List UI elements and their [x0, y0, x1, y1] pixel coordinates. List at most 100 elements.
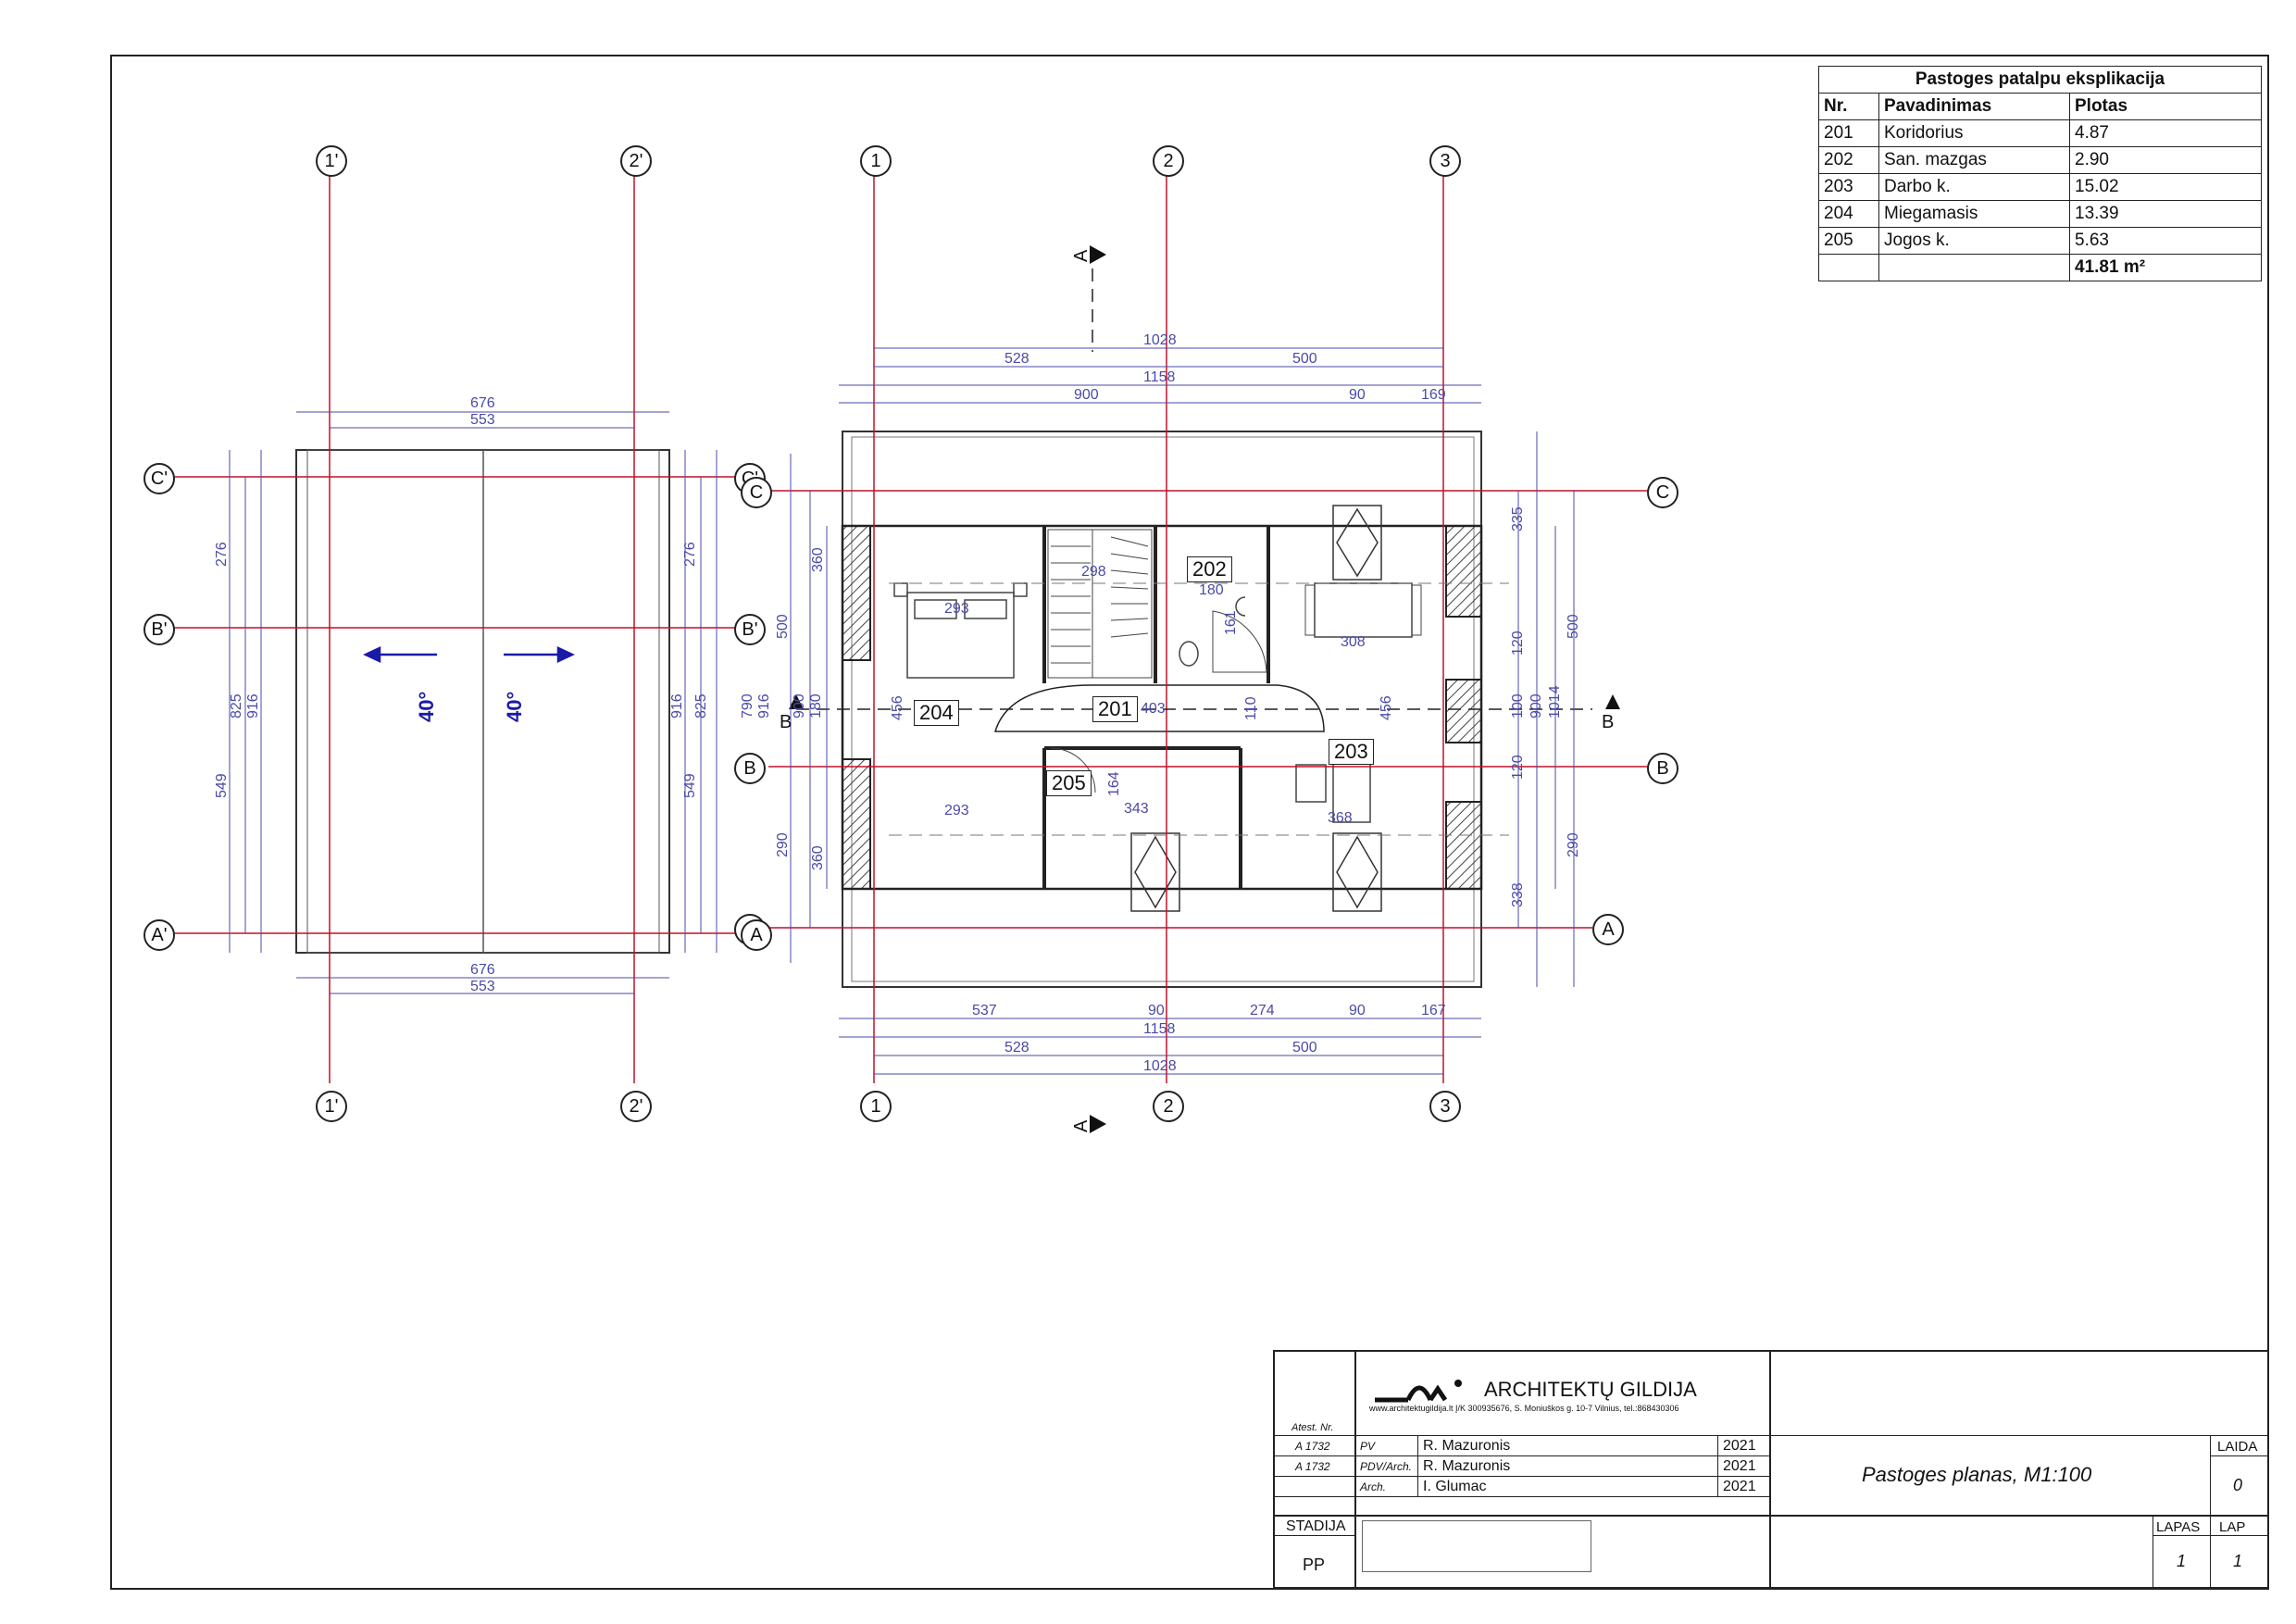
axis-bubble-3-top: 3	[1429, 145, 1461, 177]
dim-inner-161: 161	[1223, 610, 1239, 635]
dim-bottom-1158: 1158	[1143, 1021, 1176, 1037]
schedule-empty-cell	[1818, 254, 1879, 281]
dim-inner-403: 403	[1141, 701, 1166, 717]
stadija-value: PP	[1303, 1555, 1326, 1574]
dim-bottom-90b: 90	[1349, 1003, 1366, 1018]
dim-inner-368: 368	[1328, 810, 1353, 826]
dim-bottom-90a: 90	[1148, 1003, 1165, 1018]
axis-bubble-1-bottom: 1	[860, 1091, 892, 1122]
role: PV	[1360, 1440, 1376, 1453]
axis-bubble-b-prime-left: B'	[144, 614, 175, 645]
dim-left-500: 500	[775, 614, 791, 639]
schedule-cell: 15.02	[2069, 173, 2262, 201]
laida-label: LAIDA	[2217, 1439, 2258, 1455]
dim-roof-right-549: 549	[682, 773, 698, 798]
sofa-icon	[1314, 582, 1413, 638]
dim-bottom-537: 537	[972, 1003, 997, 1018]
dim-top-169: 169	[1421, 387, 1446, 403]
schedule-cell: Miegamasis	[1878, 200, 2070, 228]
toilet-icon	[1179, 641, 1199, 667]
atest-label: Atest. Nr.	[1292, 1422, 1334, 1433]
axis-bubble-b-mid: B	[734, 753, 766, 784]
room-schedule-table: Pastoges patalpu eksplikacija Nr. Pavadi…	[1818, 66, 2262, 281]
dim-right-900: 900	[1529, 693, 1544, 718]
company-name: ARCHITEKTŲ GILDIJA	[1484, 1378, 1697, 1401]
axis-bubble-b-prime-mid: B'	[734, 614, 766, 645]
dim-roof-right-276: 276	[682, 542, 698, 567]
schedule-cell: 201	[1818, 119, 1879, 147]
dim-bottom-167: 167	[1421, 1003, 1446, 1018]
dim-right-290: 290	[1566, 832, 1581, 857]
schedule-cell: 2.90	[2069, 146, 2262, 174]
dim-inner-293b: 293	[944, 803, 969, 818]
lap-label: LAP	[2219, 1519, 2246, 1535]
dim-bottom-528: 528	[1004, 1040, 1029, 1056]
axis-bubble-b-right: B	[1647, 753, 1678, 784]
schedule-cell: San. mazgas	[1878, 146, 2070, 174]
dim-inner-298: 298	[1081, 564, 1106, 580]
attic-floor-plan	[768, 172, 1648, 1133]
schedule-empty-cell	[1878, 254, 2070, 281]
section-label-b-right: B	[1602, 712, 1615, 732]
section-label-a-top: A	[1071, 249, 1092, 262]
schedule-cell: 5.63	[2069, 227, 2262, 255]
dim-right-338: 338	[1510, 882, 1526, 907]
dim-left-790: 790	[740, 693, 755, 718]
dim-bottom-500: 500	[1292, 1040, 1317, 1056]
dim-left-180: 180	[808, 693, 824, 718]
dim-right-500: 500	[1566, 614, 1581, 639]
dim-right-335: 335	[1510, 506, 1526, 531]
dim-inner-308: 308	[1341, 634, 1366, 650]
lapas-label: LAPAS	[2156, 1519, 2201, 1535]
schedule-cell: 202	[1818, 146, 1879, 174]
room-tag-204: 204	[914, 700, 959, 726]
schedule-cell: 204	[1818, 200, 1879, 228]
section-label-a-bottom: A	[1071, 1119, 1092, 1132]
schedule-cell: Koridorius	[1878, 119, 2070, 147]
company-logo-icon	[1375, 1380, 1462, 1403]
axis-bubble-c-mid: C	[741, 477, 772, 508]
dim-roof-top-553: 553	[470, 412, 495, 428]
dim-roof-left-916: 916	[245, 693, 261, 718]
role: PDV/Arch.	[1360, 1460, 1413, 1473]
bed-icon	[893, 582, 1028, 679]
table-row: 202 San. mazgas 2.90	[1818, 146, 2262, 174]
room-tag-203: 203	[1329, 739, 1374, 765]
dim-right-1014: 1014	[1547, 685, 1563, 718]
dim-bottom-274: 274	[1250, 1003, 1275, 1018]
axis-bubble-1-top: 1	[860, 145, 892, 177]
schedule-cell: 203	[1818, 173, 1879, 201]
dim-roof-left-825: 825	[229, 693, 244, 718]
axis-bubble-c-prime-left: C'	[144, 463, 175, 494]
axis-bubble-a-prime-left: A'	[144, 919, 175, 951]
schedule-cell: 205	[1818, 227, 1879, 255]
year: 2021	[1723, 1458, 1756, 1474]
table-row: 205 Jogos k. 5.63	[1818, 227, 2262, 255]
axis-bubble-a-right: A	[1592, 914, 1624, 945]
dim-left-900: 900	[792, 693, 807, 718]
room-tag-201: 201	[1092, 696, 1138, 722]
dim-top-528: 528	[1004, 351, 1029, 367]
dim-left-290: 290	[775, 832, 791, 857]
dim-right-120b: 120	[1510, 755, 1526, 780]
person-name: R. Mazuronis	[1423, 1458, 1511, 1474]
axis-bubble-1-prime-bottom: 1'	[316, 1091, 347, 1122]
dim-roof-bottom-553: 553	[470, 979, 495, 994]
dim-inner-456a: 456	[890, 695, 905, 720]
title-block: ARCHITEKTŲ GILDIJA www.architektugildija…	[1273, 1350, 2267, 1589]
axis-bubble-a-mid: A	[741, 919, 772, 951]
dim-bottom-1028: 1028	[1143, 1058, 1177, 1074]
dim-top-900: 900	[1074, 387, 1099, 403]
dim-left-916: 916	[756, 693, 772, 718]
axis-bubble-3-bottom: 3	[1429, 1091, 1461, 1122]
atest-nr: A 1732	[1295, 1440, 1330, 1453]
table-row: 204 Miegamasis 13.39	[1818, 200, 2262, 228]
roof-slope-right: 40°	[503, 691, 526, 722]
roof-slope-left: 40°	[415, 691, 438, 722]
dim-right-100: 100	[1510, 693, 1526, 718]
schedule-header-area: Plotas	[2069, 93, 2262, 120]
schedule-header-nr: Nr.	[1818, 93, 1879, 120]
dim-left-360a: 360	[810, 547, 826, 572]
axis-bubble-2-top: 2	[1153, 145, 1184, 177]
dim-inner-180: 180	[1199, 582, 1224, 598]
